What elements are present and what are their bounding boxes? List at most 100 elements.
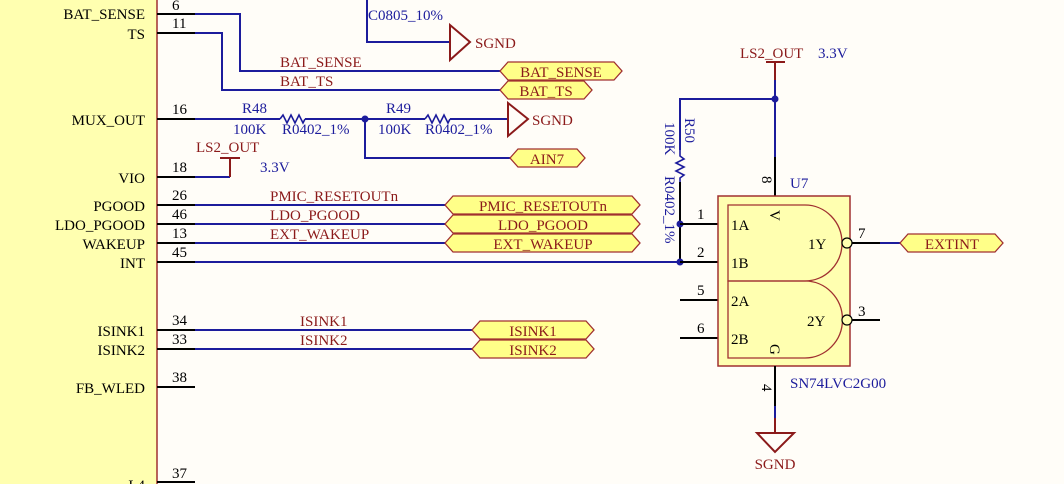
- label-ports-5: EXT_WAKEUP: [493, 237, 592, 253]
- label-left_ic-pins-6-name: WAKEUP: [83, 237, 146, 253]
- label-ports-2: AIN7: [530, 152, 565, 168]
- pin-vio: VIO 18: [118, 160, 195, 187]
- wire: [195, 329, 472, 350]
- label-power-voltage: 3.3V: [818, 46, 848, 62]
- label-left_ic-pins-1-name: TS: [127, 27, 145, 43]
- inverter-bubble: [841, 237, 853, 249]
- ground-icon: [449, 22, 472, 63]
- label-left_ic-pins-11-name: L4: [128, 478, 145, 484]
- schematic-shape: [509, 148, 586, 168]
- label-left_ic-pins-1-number: 11: [172, 16, 186, 32]
- label-power-ls2_out: LS2_OUT: [740, 46, 803, 62]
- resistor-r50: [674, 150, 686, 182]
- port-pmic-resetoutn: PMIC_RESETOUTn: [444, 195, 641, 215]
- label-u7-pins-p3: 3: [858, 304, 866, 320]
- port-isink1: ISINK1: [471, 320, 595, 340]
- label-resistors-0-footprint: R0402_1%: [282, 122, 350, 138]
- label-u7-labels-y1: 1Y: [808, 237, 827, 253]
- label-u7-pins-p8: 8: [758, 176, 774, 184]
- ground-icon: [754, 418, 797, 454]
- label-ports-7: ISINK2: [509, 343, 557, 359]
- wire-bat-sense: [195, 13, 505, 72]
- schematic-shape: [499, 80, 593, 100]
- power-port-icon: [766, 61, 785, 80]
- label-left_ic-pins-3-name: VIO: [118, 171, 145, 187]
- label-power-ground: SGND: [475, 36, 516, 52]
- label-u7-labels-vcc: V: [766, 210, 782, 221]
- label-power-ground: SGND: [532, 113, 573, 129]
- label-resistors-1-footprint: R0402_1%: [425, 122, 493, 138]
- label-left_ic-pins-4-name: PGOOD: [93, 199, 145, 215]
- label-ports-3: PMIC_RESETOUTn: [479, 199, 608, 215]
- capacitor-fragment: C0805_10% SGND: [366, 0, 516, 63]
- label-left_ic-pins-8-number: 34: [172, 313, 188, 329]
- label-ports-4: LDO_PGOOD: [498, 218, 588, 234]
- label-capacitor-footprint: C0805_10%: [368, 8, 443, 24]
- label-resistors-2-ref: R50: [681, 118, 697, 143]
- label-power-ground: SGND: [755, 457, 796, 473]
- label-resistors-2-value: 100K: [661, 122, 677, 156]
- port-ext-wakeup: EXT_WAKEUP: [444, 233, 641, 253]
- label-left_ic-pins-7-number: 45: [172, 245, 187, 261]
- port-ain7: AIN7: [509, 148, 586, 168]
- wire: [679, 98, 775, 150]
- resistor-r48: [279, 113, 306, 125]
- port-extint: EXTINT: [899, 233, 1004, 253]
- wire: [195, 204, 680, 263]
- label-resistors-1-value: 100K: [378, 122, 412, 138]
- label-left_ic-pins-9-number: 33: [172, 332, 187, 348]
- port-bat-ts: BAT_TS: [499, 80, 593, 100]
- label-resistors-0-value: 100K: [233, 122, 267, 138]
- label-ports-6: ISINK1: [509, 324, 557, 340]
- pin-isink2: ISINK2 33: [98, 332, 195, 359]
- ground-icon: [507, 100, 530, 139]
- label-power-voltage: 3.3V: [260, 160, 290, 176]
- label-left_ic-pins-0-name: BAT_SENSE: [63, 7, 145, 23]
- pin-ts: TS 11: [127, 16, 195, 43]
- schematic-shape: [471, 320, 595, 340]
- label-left_ic-pins-10-name: FB_WLED: [76, 381, 145, 397]
- label-left_ic-pins-3-number: 18: [172, 160, 187, 176]
- schematic-shape: [444, 195, 641, 215]
- label-resistors-0-ref: R48: [242, 101, 267, 117]
- label-u7-labels-a1: 1A: [731, 218, 750, 234]
- label-u7-labels-a2: 2A: [731, 294, 750, 310]
- label-net_labels-3: LDO_PGOOD: [270, 208, 360, 224]
- port-ldo-pgood: LDO_PGOOD: [444, 214, 641, 234]
- label-net_labels-5: ISINK1: [300, 314, 348, 330]
- wire: [366, 0, 450, 43]
- left-ic-body: [0, 0, 158, 484]
- resistor-r49: [424, 113, 451, 125]
- schematic-shape: [444, 233, 641, 253]
- u7-nand-gate: 1 2 5 6 7 3 8 4 1A 1B 2A 2B 1Y 2Y V G U7…: [680, 176, 900, 392]
- label-net_labels-6: ISINK2: [300, 333, 348, 349]
- label-left_ic-pins-11-number: 37: [172, 466, 188, 482]
- net-label-bat-ts: BAT_TS: [280, 74, 333, 90]
- label-net_labels-2: PMIC_RESETOUTn: [270, 189, 399, 205]
- inverter-bubble: [841, 314, 853, 326]
- label-u7-labels-b2: 2B: [731, 332, 749, 348]
- label-power-ls2_out: LS2_OUT: [196, 140, 259, 156]
- wire-bat-ts: [195, 32, 505, 91]
- label-u7-labels-y2: 2Y: [807, 314, 826, 330]
- label-u7-pins-p1: 1: [697, 207, 705, 223]
- port-bat-sense: BAT_SENSE: [499, 61, 623, 81]
- power-port-icon: [220, 157, 240, 177]
- wire: [364, 119, 510, 159]
- label-u7-pins-p6: 6: [697, 321, 705, 337]
- schematic-shape: [727, 204, 843, 282]
- pin-bat-sense: BAT_SENSE 6: [63, 0, 195, 23]
- label-left_ic-pins-5-name: LDO_PGOOD: [55, 218, 145, 234]
- label-left_ic-pins-0-number: 6: [172, 0, 180, 14]
- label-ports-1: BAT_TS: [519, 84, 572, 100]
- pin-line: [680, 223, 880, 339]
- label-left_ic-pins-9-name: ISINK2: [98, 343, 146, 359]
- label-ports-0: BAT_SENSE: [520, 65, 602, 81]
